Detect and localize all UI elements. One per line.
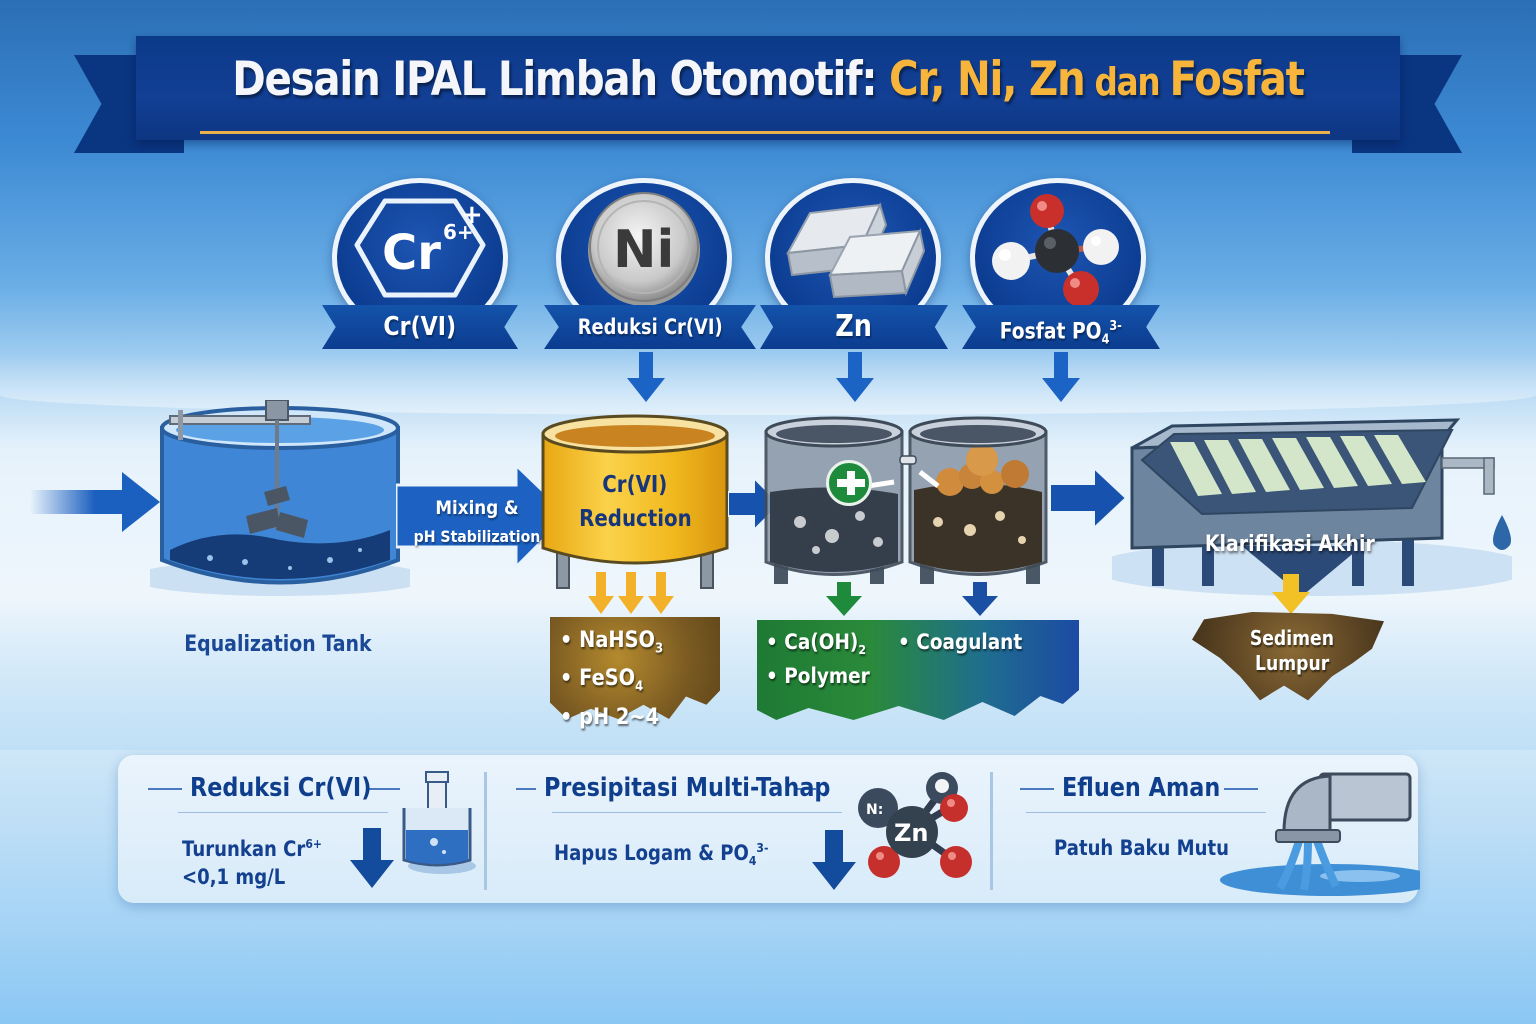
summary-rule bbox=[552, 812, 842, 813]
summary-text-precipitation: Hapus Logam & PO43- bbox=[554, 840, 769, 869]
svg-text:6+: 6+ bbox=[443, 220, 474, 244]
page-title: Desain IPAL Limbah Otomotif: Cr, Ni, Zn … bbox=[224, 52, 1311, 107]
cr6-label-banner: Cr(VI) bbox=[322, 305, 518, 349]
title-underline bbox=[200, 131, 1330, 134]
down-arrow-icon bbox=[1042, 352, 1080, 402]
down-arrow-icon bbox=[627, 352, 665, 402]
panel-divider bbox=[484, 772, 487, 890]
precipitation-chemicals-box bbox=[757, 620, 1079, 720]
svg-text:Cr: Cr bbox=[382, 225, 441, 281]
inlet-arrow-icon bbox=[30, 472, 160, 532]
cr6-label: Cr(VI) bbox=[383, 312, 457, 342]
summary-rule bbox=[1026, 812, 1266, 813]
zinc-ingots-icon bbox=[786, 202, 926, 299]
title-connector: dan bbox=[1084, 60, 1170, 104]
mixing-arrow-label: Mixing & pH Stabilization bbox=[413, 497, 541, 546]
summary-title-precipitation: Presipitasi Multi-Tahap bbox=[508, 773, 830, 803]
down-arrow-icon bbox=[962, 582, 998, 616]
title-ribbon bbox=[136, 36, 1400, 140]
phosphate-molecule-icon bbox=[992, 194, 1119, 307]
down-arrow-icon bbox=[350, 828, 394, 888]
down-arrow-icon bbox=[826, 582, 862, 616]
nickel-coin-icon: Ni bbox=[588, 192, 700, 306]
title-highlight-metals: Cr, Ni, Zn bbox=[889, 52, 1086, 107]
beaker-icon bbox=[402, 771, 476, 874]
chemical-item: • pH 2~4 bbox=[560, 704, 660, 730]
zinc-molecule-icon: N: Zn bbox=[858, 772, 972, 878]
svg-text:+: + bbox=[461, 200, 483, 230]
outlet-pipe-water-icon bbox=[1220, 772, 1420, 896]
svg-text:N:: N: bbox=[866, 802, 883, 818]
flow-arrow-icon bbox=[1050, 468, 1126, 528]
chemical-item: • FeSO4 bbox=[560, 666, 644, 695]
sludge-label: Sedimen Lumpur bbox=[1249, 626, 1335, 675]
panel-divider bbox=[990, 772, 993, 890]
clarifier-label: Klarifikasi Akhir bbox=[1205, 532, 1375, 557]
down-arrow-icon bbox=[836, 352, 874, 402]
summary-rule bbox=[178, 812, 388, 813]
summary-title-effluent: Efluen Aman bbox=[1012, 773, 1266, 803]
ni-label-banner: Reduksi Cr(VI) bbox=[544, 305, 756, 349]
title-highlight-phosphate: Fosfat bbox=[1169, 52, 1305, 107]
summary-title-reduction: Reduksi Cr(VI) bbox=[140, 773, 408, 803]
svg-text:Ni: Ni bbox=[613, 220, 674, 280]
mixing-tank-icon bbox=[150, 400, 410, 596]
background-band bbox=[0, 355, 1536, 415]
dosing-arrows-icon bbox=[588, 572, 674, 614]
twin-precipitation-tanks-icon bbox=[764, 416, 1048, 584]
zn-label: Zn bbox=[835, 309, 873, 344]
zn-label-banner: Zn bbox=[760, 305, 948, 349]
chemical-item: • NaHSO3 bbox=[560, 628, 664, 657]
reduction-tank-label: Cr(VI) Reduction bbox=[578, 472, 692, 532]
svg-text:Zn: Zn bbox=[894, 819, 929, 847]
precipitation-chemical-item: • Coagulant bbox=[898, 630, 1023, 654]
summary-text-effluent: Patuh Baku Mutu bbox=[1054, 836, 1230, 860]
reduction-chemicals-list: • NaHSO3 • FeSO4 • pH 2~4 bbox=[560, 626, 677, 733]
sludge-down-arrow-icon bbox=[1272, 574, 1310, 614]
cr6-hexagon-icon: Cr 6+ + bbox=[354, 198, 486, 298]
precipitation-chemical-item: • Ca(OH)2 bbox=[766, 630, 867, 658]
phosphate-label-banner: Fosfat PO43- bbox=[962, 305, 1160, 349]
summary-panel bbox=[118, 755, 1418, 903]
phosphate-label: Fosfat PO43- bbox=[999, 319, 1123, 348]
lamella-clarifier-icon bbox=[1112, 418, 1512, 596]
water-drop-icon bbox=[1493, 515, 1511, 550]
equalization-tank-label: Equalization Tank bbox=[184, 632, 372, 657]
precipitation-chemical-item: • Polymer bbox=[766, 664, 870, 688]
summary-text-reduction: Turunkan Cr6+ <0,1 mg/L bbox=[182, 836, 322, 889]
plus-icon bbox=[826, 460, 872, 506]
down-arrow-icon bbox=[812, 830, 856, 890]
yellow-reactor-tank-icon bbox=[541, 414, 729, 589]
title-prefix: Desain IPAL Limbah Otomotif: bbox=[232, 52, 890, 107]
ni-label: Reduksi Cr(VI) bbox=[577, 315, 723, 339]
